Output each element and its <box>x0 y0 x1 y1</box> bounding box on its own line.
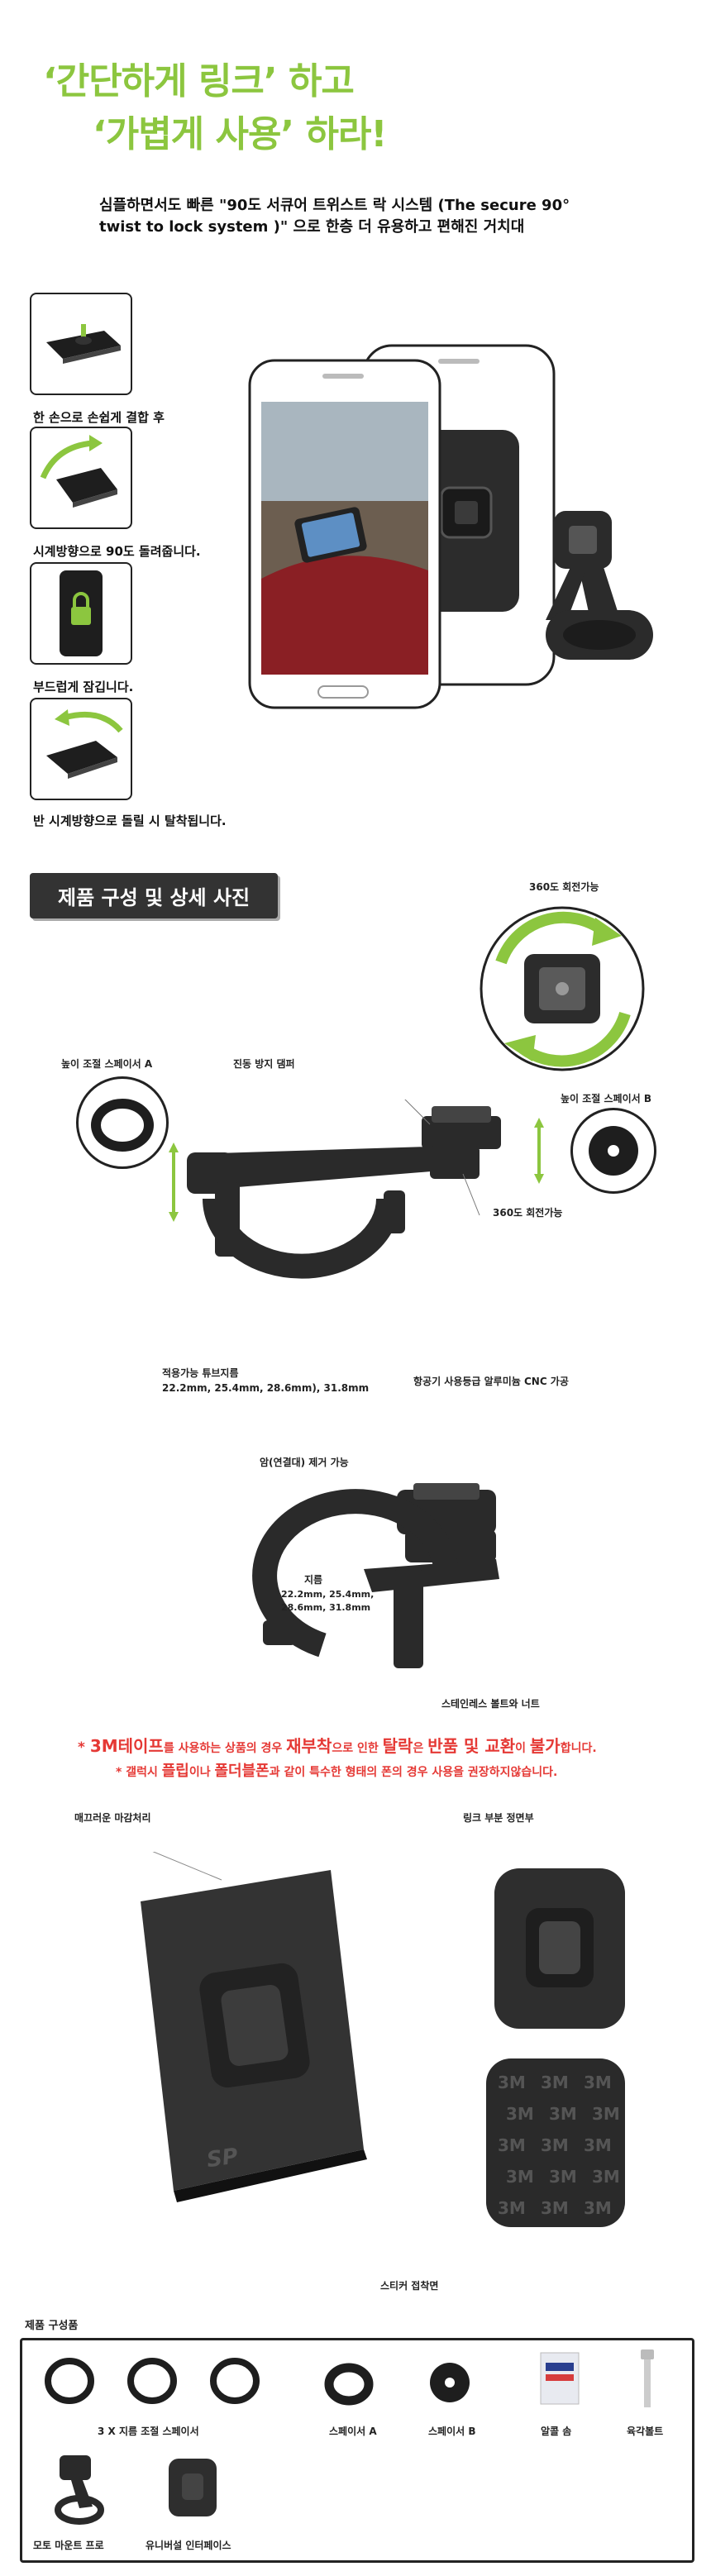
w2-d: 폴더블폰 <box>214 1763 270 1780</box>
w1-k: 합니다. <box>560 1742 597 1755</box>
w1-d: 재부착 <box>286 1736 332 1756</box>
warning-tape: * 3M테이프를 사용하는 상품의 경우 재부착으로 인한 탈락은 반품 및 교… <box>78 1733 597 1757</box>
step-3-caption: 부드럽게 잠깁니다. <box>33 680 134 694</box>
step-4-caption: 반 시계방향으로 돌릴 시 탈착됩니다. <box>33 813 227 828</box>
mount-side-view <box>182 1066 529 1348</box>
label-diameter-line1: 22.2mm, 25.4mm, <box>281 1589 375 1600</box>
label-aluminum-cnc: 항공기 사용등급 알루미늄 CNC 가공 <box>413 1376 569 1387</box>
w1-i: 이 <box>515 1742 530 1755</box>
spacer-a-callout <box>76 1076 169 1169</box>
label-arm-removable: 암(연결대) 제거 가능 <box>260 1457 349 1468</box>
w2-c: 이나 <box>188 1766 215 1779</box>
label-smooth-finish: 매끄러운 마감처리 <box>74 1812 151 1824</box>
spacer-b-icon <box>422 2354 478 2411</box>
w1-h: 반품 및 교환 <box>427 1736 516 1756</box>
hero-line-2: ‘가볍게 사용’ 하라! <box>93 113 387 155</box>
moto-mount-icon <box>50 2452 107 2525</box>
tape-mark-7: 3M <box>541 2135 569 2155</box>
label-sticker-side: 스티커 접착면 <box>380 2280 439 2292</box>
rotate-head-callout <box>463 898 661 1088</box>
tape-mark-0: 3M <box>498 2073 526 2092</box>
intro-line-1: 심플하면서도 빠른 "90도 서큐어 트위스트 락 시스템 (The secur… <box>99 197 570 214</box>
tape-mark-12: 3M <box>498 2198 526 2218</box>
sp-logo-text: SP <box>205 2144 240 2173</box>
height-arrow-left <box>169 1143 179 1222</box>
w1-e: 으로 인한 <box>332 1742 383 1755</box>
tape-mark-13: 3M <box>541 2198 569 2218</box>
caption-spacer-a: 스페이서 A <box>329 2426 377 2437</box>
spacer-a-icon <box>321 2354 377 2411</box>
w2-e: 과 같이 특수한 형태의 폰의 경우 사용을 권장하지않습니다. <box>269 1766 558 1779</box>
interface-sticker-view: 3M 3M 3M 3M 3M 3M 3M 3M 3M 3M 3M 3M 3M 3M 3M <box>480 2052 633 2234</box>
w1-g: 은 <box>413 1742 428 1755</box>
tape-mark-6: 3M <box>498 2135 526 2155</box>
step-3-image <box>30 562 132 665</box>
hex-bolt-icon <box>637 2348 658 2411</box>
label-diameter-title: 지름 <box>304 1574 323 1586</box>
w1-c: 를 사용하는 상품의 경우 <box>163 1742 287 1755</box>
height-arrow-right <box>534 1118 544 1184</box>
w1-a: * <box>78 1739 90 1756</box>
step-1-caption: 한 손으로 손쉽게 결합 후 <box>33 410 165 425</box>
section-title-badge: 제품 구성 및 상세 사진 <box>30 873 279 918</box>
step-2-image <box>30 427 132 529</box>
caption-hex-bolt: 육각볼트 <box>627 2426 664 2437</box>
spacer-b-disc-icon <box>589 1126 638 1176</box>
w1-j: 불가 <box>529 1736 561 1756</box>
tape-mark-1: 3M <box>541 2073 569 2092</box>
spacer-b-callout <box>570 1108 656 1194</box>
spacer-a-ring-icon <box>91 1099 154 1152</box>
caption-moto-mount: 모토 마운트 프로 <box>33 2540 104 2551</box>
step-1-image <box>30 293 132 395</box>
rotate-counterclockwise-icon <box>46 709 123 779</box>
w2-b: 플립 <box>161 1763 189 1780</box>
hero-line-1: ‘간단하게 링크’ 하고 <box>43 60 355 103</box>
w1-b: 3M테이프 <box>89 1736 164 1756</box>
tape-mark-3: 3M <box>506 2104 534 2124</box>
label-spacer-b: 높이 조절 스페이서 B <box>561 1093 652 1104</box>
tape-mark-4: 3M <box>549 2104 577 2124</box>
lock-icon <box>60 570 103 656</box>
spacer-ring-3-icon <box>207 2353 263 2409</box>
label-tube-sizes: 22.2mm, 25.4mm, 28.6mm), 31.8mm <box>162 1382 370 1394</box>
tape-mark-11: 3M <box>592 2167 620 2187</box>
universal-interface-icon <box>165 2455 220 2520</box>
rotate-clockwise-icon <box>40 435 117 508</box>
tape-mark-2: 3M <box>584 2073 612 2092</box>
phone-attach-icon <box>46 324 121 364</box>
step-4-image <box>30 698 132 800</box>
label-damper: 진동 방지 댐퍼 <box>233 1058 295 1070</box>
caption-universal: 유니버설 인터페이스 <box>146 2540 231 2551</box>
alcohol-swab-icon <box>536 2349 584 2407</box>
caption-alcohol: 알콜 솜 <box>541 2426 572 2437</box>
intro-line-2: twist to lock system )" 으로 한층 더 유용하고 편해진… <box>99 218 525 236</box>
warning-foldable: * 갤럭시 플립이나 폴더블폰과 같이 특수한 형태의 폰의 경우 사용을 권장… <box>116 1759 557 1781</box>
caption-spacer-b: 스페이서 B <box>428 2426 476 2437</box>
tape-mark-8: 3M <box>584 2135 612 2155</box>
caption-spacers3: 3 X 지름 조절 스페이서 <box>98 2426 199 2437</box>
label-link-front: 링크 부분 정면부 <box>463 1812 534 1824</box>
label-rotate-top: 360도 회전가능 <box>529 881 599 893</box>
tape-mark-9: 3M <box>506 2167 534 2187</box>
components-title: 제품 구성품 <box>25 2320 79 2332</box>
label-rotate-side: 360도 회전가능 <box>493 1207 563 1219</box>
step-2-caption: 시계방향으로 90도 돌려줍니다. <box>33 544 201 559</box>
tape-mark-5: 3M <box>592 2104 620 2124</box>
interface-front-view <box>488 1862 632 2035</box>
label-tube-title: 적용가능 튜브지름 <box>162 1367 239 1379</box>
spacer-ring-2-icon <box>124 2353 180 2409</box>
label-bolt-nut: 스테인레스 볼트와 너트 <box>441 1698 540 1710</box>
w1-f: 탈락 <box>382 1736 413 1756</box>
phone-mount-illustration <box>240 331 686 727</box>
tape-mark-14: 3M <box>584 2198 612 2218</box>
mount-clamp-view <box>240 1480 554 1728</box>
w2-a: * 갤럭시 <box>116 1766 162 1779</box>
spacer-ring-1-icon <box>41 2353 98 2409</box>
components-box <box>20 2338 694 2563</box>
label-spacer-a: 높이 조절 스페이서 A <box>61 1058 153 1070</box>
tape-mark-10: 3M <box>549 2167 577 2187</box>
universal-interface-large: SP <box>83 1828 413 2216</box>
label-diameter-line2: 28.6mm, 31.8mm <box>281 1602 371 1613</box>
